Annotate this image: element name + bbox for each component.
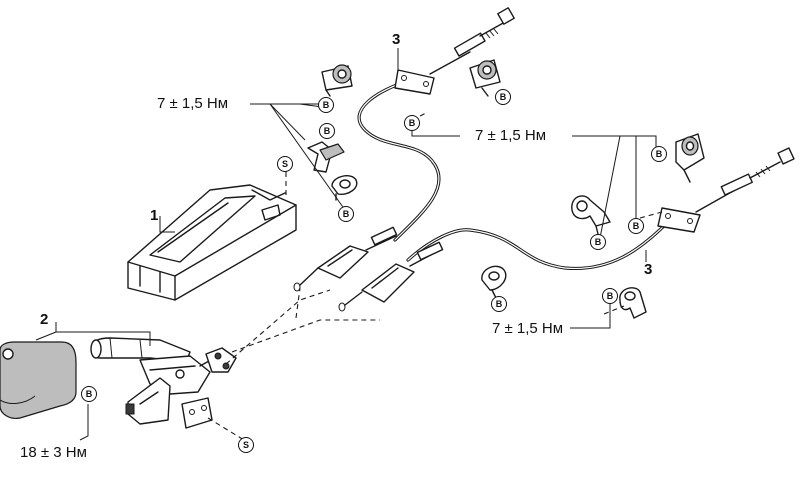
torque-label-upper-right: 7 ± 1,5 Нм (475, 127, 547, 144)
callout-3-upper: 3 (392, 31, 401, 48)
torque-label-upper-left: 7 ± 1,5 Нм (157, 95, 229, 112)
bolt-badge: B (81, 386, 97, 402)
lever-mount-plate (181, 397, 213, 429)
callout-2: 2 (40, 311, 49, 328)
lever-equalizer (205, 347, 237, 373)
lower-cable-bracket (657, 207, 701, 233)
clip-top-right (469, 59, 501, 97)
callout-3-lower: 3 (644, 261, 653, 278)
bolt-badge: B (319, 123, 335, 139)
bolt-badge: B (318, 97, 334, 113)
console-cover (127, 184, 297, 301)
bolt-badge: B (628, 218, 644, 234)
bolt-badge: B (602, 288, 618, 304)
clip-mid-right (675, 133, 705, 183)
upper-cable-sleeve (453, 32, 486, 57)
lever-side-cover (0, 341, 77, 419)
callout-1: 1 (150, 207, 159, 224)
bolt-badge: B (495, 89, 511, 105)
upper-cable-nut (497, 7, 515, 25)
clip-ring-lower-right (619, 287, 647, 319)
screw-badge: S (277, 156, 293, 172)
cable-connector-upper (293, 226, 398, 292)
clip-u-right (571, 195, 611, 235)
lower-cable-nut (777, 147, 795, 165)
bolt-badge: B (338, 206, 354, 222)
bolt-badge: B (404, 115, 420, 131)
clip-ring-left (331, 175, 358, 201)
clip-ring-mid (481, 265, 507, 299)
torque-label-lower-right: 7 ± 1,5 Нм (492, 320, 564, 337)
lower-cable-assembly (406, 147, 795, 271)
bolt-badge: B (590, 234, 606, 250)
lower-cable-sleeve (720, 173, 753, 196)
torque-label-lever-bolt: 18 ± 3 Нм (20, 444, 87, 461)
lever-base-bracket (127, 377, 171, 425)
cable-connector-lower (338, 241, 444, 312)
upper-cable-assembly (357, 7, 515, 242)
bolt-badge: B (651, 146, 667, 162)
parking-brake-lever (0, 337, 237, 429)
bolt-badge: B (491, 296, 507, 312)
screw-badge: S (238, 437, 254, 453)
clip-top-left (321, 64, 353, 97)
clip-bracket-left (307, 141, 345, 173)
